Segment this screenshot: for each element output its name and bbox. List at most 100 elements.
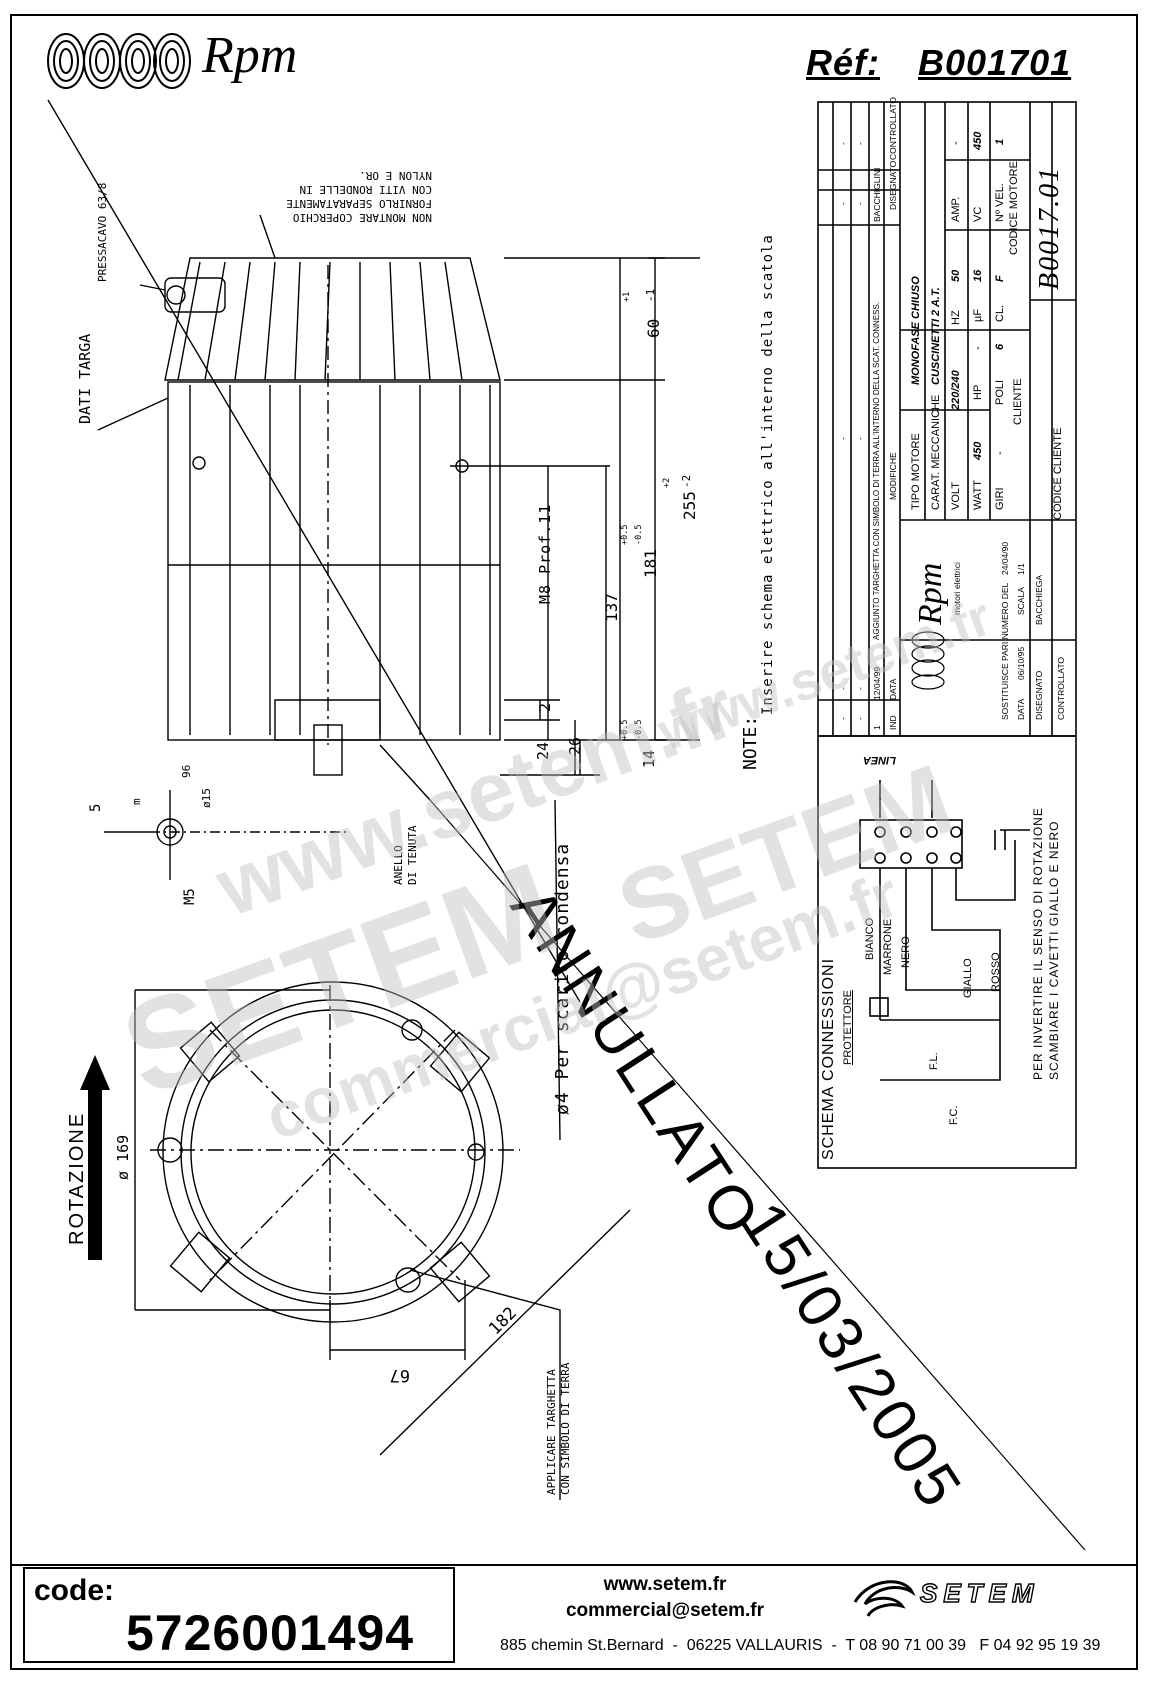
motor-flange-circle — [162, 981, 504, 1323]
controllato-label: CONTROLLATO — [1056, 657, 1066, 720]
dim-m8: M8 Prof.11 — [536, 503, 554, 604]
sostituisce-date: 24/04/90 — [1000, 541, 1010, 575]
schema-fl: F.L. — [928, 1052, 940, 1070]
dim-14-tol2: -0.5 — [634, 719, 644, 740]
rev-3-data: - — [838, 687, 848, 690]
dim-24: 24 — [534, 741, 552, 760]
schema-marrone: MARRONE — [882, 918, 894, 975]
data-value: 06/10/95 — [1016, 646, 1026, 680]
rev-modifiche-header: MODIFICHE — [888, 452, 898, 500]
applicare-line-2: CON SIMBOLO DI TERRA — [559, 1362, 572, 1495]
schema-title: SCHEMA CONNESSIONI — [820, 957, 837, 1160]
dim-14: 14 — [640, 749, 658, 768]
schema-protettore: PROTETTORE — [842, 990, 854, 1065]
dim-14-tol: +0.5 — [620, 719, 630, 740]
rev-3-ind: - — [838, 717, 848, 720]
rev-2-ind: - — [855, 717, 865, 720]
poli-label: POLI — [994, 379, 1006, 405]
dim-2: 2 — [536, 702, 554, 712]
dim-255-tol2: -2 — [680, 474, 693, 488]
schema-invertire: PER INVERTIRE IL SENSO DI ROTAZIONE SCAM… — [1030, 807, 1062, 1080]
company-coil-icon — [911, 631, 945, 690]
rev-disegnato-header: DISEGNATO — [888, 160, 898, 210]
note-text: Inserire schema elettrico all'interno de… — [760, 234, 776, 715]
rev-1-data: 12/04/99 — [872, 666, 882, 700]
dim-shaft-m: m — [130, 798, 143, 805]
sostituisce-label: SOSTITUISCE PARI NUMERO DEL — [1000, 582, 1010, 720]
rotation-arrow-icon — [80, 1055, 110, 1260]
dim-shaft-d15: ø15 — [200, 788, 213, 808]
rev-2-controllato: - — [855, 142, 865, 145]
dim-60: 60 — [644, 318, 663, 338]
data-label: DATA — [1016, 698, 1026, 720]
company-logo-text: Rpm — [912, 562, 949, 625]
watt-value: 450 — [972, 441, 984, 460]
uf-label: µF — [972, 308, 984, 322]
anello-label: ANELLO DI TENUTA — [392, 825, 420, 885]
footer-email[interactable]: commercial@setem.fr — [565, 1600, 765, 1621]
dim-shaft-m5: M5 — [182, 888, 198, 905]
dati-targa-label: DATI TARGA — [76, 333, 94, 424]
brand-name: Rpm — [202, 27, 298, 84]
dim-shaft-5: 5 — [88, 803, 104, 812]
dim-67: 67 — [389, 1365, 410, 1385]
nvel-value: 1 — [994, 138, 1006, 145]
rev-3-disegnato: - — [838, 202, 848, 205]
vc-label: VC — [972, 206, 984, 222]
ref-value: B001701 — [918, 42, 1072, 83]
dim-255: 255 — [680, 491, 699, 520]
dim-137: 137 — [602, 593, 621, 622]
dim-60-tol2: -1 — [644, 288, 657, 302]
cl-label: CL. — [994, 304, 1006, 322]
poli-value: 6 — [994, 343, 1006, 350]
giri-value: - — [994, 451, 1006, 455]
footer-address: 885 chemin St.Bernard - 06225 VALLAURIS … — [500, 1637, 1101, 1654]
hp-label: HP — [972, 384, 984, 400]
motor-cover-outline — [164, 257, 501, 381]
anello-line-2: DI TENUTA — [406, 825, 419, 885]
schema-bianco: BIANCO — [864, 917, 876, 960]
schema-fc: F.C. — [948, 1105, 960, 1125]
codice-motore-value: B0017.01 — [1034, 165, 1065, 290]
volt-value: 220/240 — [950, 370, 962, 410]
tipo-motore-value: MONOFASE CHIUSO — [910, 276, 922, 385]
volt-label: VOLT — [950, 482, 962, 510]
vc-value: 450 — [972, 131, 984, 150]
rev-1-disegnato: BACCHIGLINI — [872, 167, 882, 222]
hz-label: HZ — [950, 310, 962, 325]
rev-1-modifiche: AGGIUNTO TARGHETTA CON SIMBOLO DI TERRA … — [872, 301, 881, 640]
applicare-label: APPLICARE TARGHETTA CON SIMBOLO DI TERRA — [545, 1363, 573, 1495]
invertire-line-1: PER INVERTIRE IL SENSO DI ROTAZIONE — [1031, 807, 1045, 1080]
cliente-label: CLIENTE — [1012, 378, 1024, 425]
dim-255-tol: +2 — [662, 477, 672, 488]
amp-value: - — [950, 141, 962, 145]
schema-linea: LINEA — [863, 754, 896, 766]
rev-2-disegnato: - — [855, 202, 865, 205]
rev-3-modifiche: - — [838, 437, 848, 440]
note-non-montare: NON MONTARE COPERCHIO FORNIRLO SEPARATAM… — [286, 168, 432, 224]
dim-60-tol: +1 — [622, 291, 632, 302]
watt-label: WATT — [972, 480, 984, 510]
drawing-frame — [10, 14, 1138, 1670]
scala-value: 1/1 — [1016, 563, 1026, 575]
rev-3-controllato: - — [838, 142, 848, 145]
schema-giallo: GIALLO — [962, 958, 974, 998]
rev-ind-header: IND — [888, 715, 898, 730]
note-line-2: FORNIRLO SEPARATAMENTE — [286, 197, 432, 210]
carat-value: CUSCINETTI 2 A.T. — [930, 287, 942, 385]
footer-brand: SETEM — [919, 1577, 1040, 1608]
dim-181-tol: +0.5 — [620, 524, 630, 545]
note-line-1: NON MONTARE COPERCHIO — [292, 211, 432, 224]
hp-value: - — [972, 346, 984, 350]
dim-181: 181 — [641, 549, 660, 578]
schema-box-outline — [817, 735, 1077, 1169]
footer-website[interactable]: www.setem.fr — [603, 1574, 727, 1595]
note-line-3: CON VITI RONDELLE IN — [299, 183, 432, 196]
giri-label: GIRI — [994, 487, 1006, 510]
dim-181-tol2: -0.5 — [634, 524, 644, 545]
code-value: 5726001494 — [126, 1605, 415, 1661]
rev-2-data: - — [855, 687, 865, 690]
rev-controllato-header: CONTROLLATO — [888, 97, 898, 160]
invertire-line-2: SCAMBIARE I CAVETTI GIALLO E NERO — [1047, 820, 1061, 1081]
